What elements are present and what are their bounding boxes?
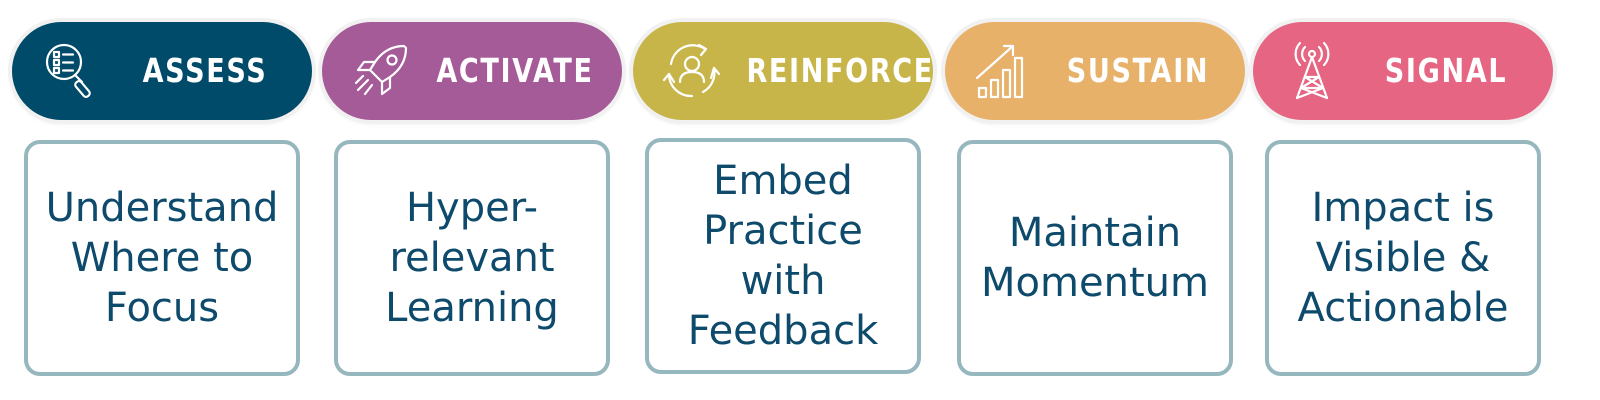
assess-card-text: Understand Where to Focus bbox=[36, 183, 289, 333]
card-line: Practice bbox=[703, 208, 863, 254]
sustain-label: SUSTAIN bbox=[1066, 51, 1210, 90]
card-line: Visible & bbox=[1315, 235, 1491, 281]
sustain-pill: SUSTAIN bbox=[945, 22, 1245, 120]
rocket-icon bbox=[354, 44, 408, 96]
card-line: with bbox=[740, 258, 826, 304]
growth-chart-icon bbox=[975, 44, 1024, 99]
activate-card: Hyper- relevant Learning bbox=[334, 140, 610, 376]
card-line: Maintain bbox=[1008, 210, 1182, 256]
reinforce-card: Embed Practice with Feedback bbox=[645, 138, 921, 374]
activate-pill: ACTIVATE bbox=[322, 22, 622, 120]
person-cycle-icon bbox=[662, 43, 721, 98]
stage-sustain: SUSTAIN Maintain Momentum bbox=[945, 0, 1255, 400]
card-line: Learning bbox=[385, 285, 559, 331]
card-line: Actionable bbox=[1297, 285, 1509, 331]
activate-label: ACTIVATE bbox=[436, 51, 594, 90]
stage-assess: ASSESS Understand Where to Focus bbox=[12, 0, 322, 400]
signal-label: SIGNAL bbox=[1384, 51, 1508, 90]
signal-tower-icon bbox=[1294, 41, 1330, 100]
card-line: Impact is bbox=[1311, 185, 1495, 231]
stage-reinforce: REINFORCE Embed Practice with Feedback bbox=[633, 0, 943, 400]
signal-pill: SIGNAL bbox=[1253, 22, 1553, 120]
signal-card-text: Impact is Visible & Actionable bbox=[1288, 183, 1519, 333]
card-line: relevant bbox=[389, 235, 555, 281]
card-line: Feedback bbox=[687, 308, 879, 354]
reinforce-card-text: Embed Practice with Feedback bbox=[678, 156, 889, 356]
card-line: Embed bbox=[713, 158, 853, 204]
stage-activate: ACTIVATE Hyper- relevant Learning bbox=[322, 0, 632, 400]
assess-label: ASSESS bbox=[142, 51, 268, 90]
card-line: Where to bbox=[70, 235, 254, 281]
signal-card: Impact is Visible & Actionable bbox=[1265, 140, 1541, 376]
card-line: Hyper- bbox=[405, 185, 539, 231]
reinforce-label: REINFORCE bbox=[746, 51, 934, 90]
sustain-card-text: Maintain Momentum bbox=[971, 208, 1219, 308]
assess-pill: ASSESS bbox=[12, 22, 312, 120]
card-line: Understand bbox=[45, 185, 279, 231]
activate-card-text: Hyper- relevant Learning bbox=[375, 183, 569, 333]
card-line: Focus bbox=[104, 285, 220, 331]
card-line: Momentum bbox=[981, 260, 1209, 306]
magnifier-checklist-icon bbox=[45, 43, 91, 99]
stage-signal: SIGNAL Impact is Visible & Actionable bbox=[1253, 0, 1563, 400]
sustain-card: Maintain Momentum bbox=[957, 140, 1233, 376]
reinforce-pill: REINFORCE bbox=[633, 22, 933, 120]
assess-card: Understand Where to Focus bbox=[24, 140, 300, 376]
